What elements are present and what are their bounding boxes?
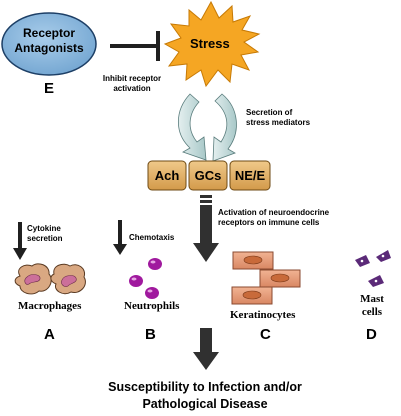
outcome-arrow	[193, 328, 219, 370]
inhibit-line1: Inhibit receptor	[102, 74, 162, 83]
mediator-box-gcs	[188, 160, 228, 191]
outcome-line1: Susceptibility to Infection and/or	[108, 380, 302, 394]
stress-starburst	[163, 0, 261, 88]
mast-cells	[355, 250, 391, 287]
cytokine-label: Cytokine secretion	[27, 224, 63, 244]
inhibit-line2: activation	[113, 84, 151, 93]
activation-line1: Activation of neuroendocrine	[218, 208, 330, 217]
neutrophils-label: Neutrophils	[124, 300, 180, 312]
outcome-label: Susceptibility to Infection and/or Patho…	[60, 379, 350, 413]
receptor-antagonists-label: Receptor Antagonists	[4, 26, 94, 56]
activation-arrow	[193, 195, 219, 262]
cytokine-line1: Cytokine	[27, 224, 61, 233]
inhibit-label: Inhibit receptor activation	[90, 74, 174, 94]
mast-line1: Mast	[360, 293, 384, 305]
mediator-box-ach	[147, 160, 187, 191]
letter-b: B	[145, 326, 156, 343]
macrophage-cells	[14, 263, 86, 295]
letter-c: C	[260, 326, 271, 343]
cytokine-arrow	[13, 222, 27, 260]
secretion-label: Secretion of stress mediators	[246, 108, 310, 128]
receptor-antagonists-ellipse	[1, 12, 97, 76]
activation-label: Activation of neuroendocrine receptors o…	[218, 208, 329, 228]
letter-d: D	[366, 326, 377, 343]
mast-line2: cells	[361, 306, 383, 318]
secretion-line1: Secretion of	[246, 108, 293, 117]
keratinocyte-cells	[231, 251, 301, 305]
receptor-line2: Antagonists	[14, 41, 84, 55]
receptor-line1: Receptor	[22, 26, 75, 40]
inhibit-arrow	[110, 31, 160, 61]
mediator-nee: NE/E	[234, 168, 266, 183]
secretion-line2: stress mediators	[246, 118, 311, 127]
letter-e: E	[44, 80, 55, 97]
activation-line2: receptors on immune cells	[218, 218, 320, 227]
mast-cells-label: Mast cells	[354, 293, 390, 319]
outcome-line2: Pathological Disease	[142, 397, 268, 411]
neutrophil-cells	[129, 258, 162, 299]
letter-a: A	[44, 326, 55, 343]
mediator-gcs: GCs	[194, 168, 222, 183]
stress-label: Stress	[190, 36, 230, 51]
curved-arrow-right	[212, 93, 237, 162]
keratinocytes-label: Keratinocytes	[230, 309, 296, 321]
mediator-ach: Ach	[154, 168, 180, 183]
cytokine-line2: secretion	[27, 234, 63, 243]
macrophages-label: Macrophages	[18, 300, 82, 312]
chemotaxis-label: Chemotaxis	[129, 233, 175, 242]
curved-arrow-left	[178, 93, 207, 161]
mediator-box-nee	[229, 160, 271, 191]
chemotaxis-arrow	[113, 220, 127, 255]
